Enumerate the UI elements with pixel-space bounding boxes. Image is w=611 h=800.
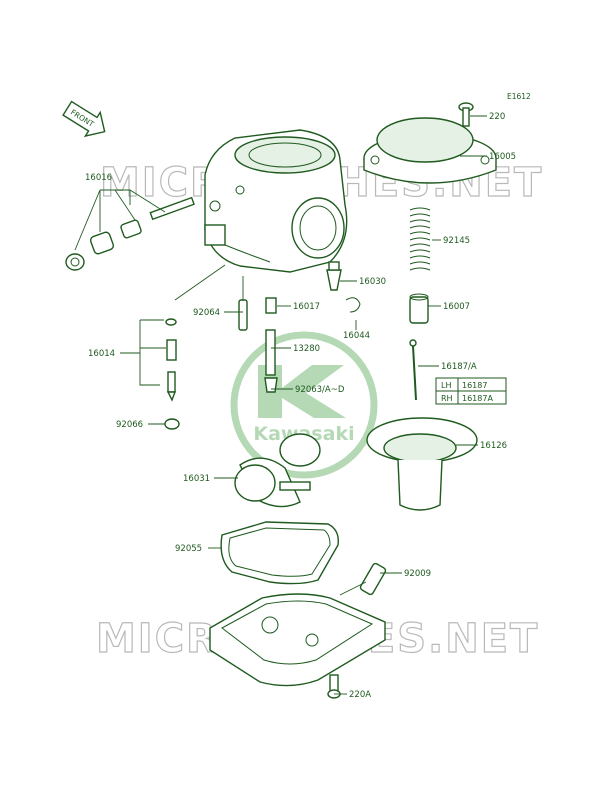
- label-16017: 16017: [293, 302, 320, 312]
- needle-holder-16007: [409, 293, 429, 324]
- label-92063: 92063/A~D: [295, 385, 345, 395]
- table-part-lh: 16187: [462, 381, 487, 390]
- label-13280: 13280: [293, 344, 320, 354]
- side-table: LH 16187 RH 16187A: [435, 377, 507, 405]
- label-16007: 16007: [443, 302, 470, 312]
- leader-lines: [74, 115, 487, 695]
- top-cover: [363, 117, 497, 184]
- label-92066: 92066: [116, 420, 143, 430]
- float-bowl: [209, 593, 386, 687]
- label-220: 220: [489, 112, 505, 122]
- label-220a: 220A: [349, 690, 371, 700]
- table-part-rh: 16187A: [462, 394, 493, 403]
- screw-220a: [327, 674, 341, 699]
- jet-needle-16187: [409, 339, 417, 401]
- label-16005: 16005: [489, 152, 516, 162]
- pilot-screw-parts: [164, 318, 180, 430]
- drain-screw-92009: [359, 562, 387, 596]
- label-16016: 16016: [85, 173, 112, 183]
- label-16030: 16030: [359, 277, 386, 287]
- label-16014: 16014: [88, 349, 115, 359]
- gasket-92055: [220, 521, 339, 585]
- spring-92145: [409, 207, 431, 271]
- label-16126: 16126: [480, 441, 507, 451]
- float-valve-16030: [326, 261, 342, 291]
- clip-16044: [345, 297, 361, 313]
- screw-assembly-16016: [65, 196, 195, 271]
- choke-assembly-16031: [234, 433, 321, 508]
- table-side-lh: LH: [441, 381, 451, 390]
- label-16044: 16044: [343, 331, 370, 341]
- front-arrow-icon: FRONT: [62, 100, 106, 138]
- diaphragm-16126: [366, 417, 478, 511]
- label-92009: 92009: [404, 569, 431, 579]
- label-92055: 92055: [175, 544, 202, 554]
- screw-220: [458, 102, 474, 127]
- carburetor-body: [204, 129, 348, 273]
- label-92064: 92064: [193, 308, 220, 318]
- table-side-rh: RH: [441, 394, 453, 403]
- label-16031: 16031: [183, 474, 210, 484]
- label-16187a: 16187/A: [441, 362, 477, 372]
- label-92145: 92145: [443, 236, 470, 246]
- jet-parts: [238, 297, 278, 393]
- diagram-code: E1612: [507, 92, 531, 101]
